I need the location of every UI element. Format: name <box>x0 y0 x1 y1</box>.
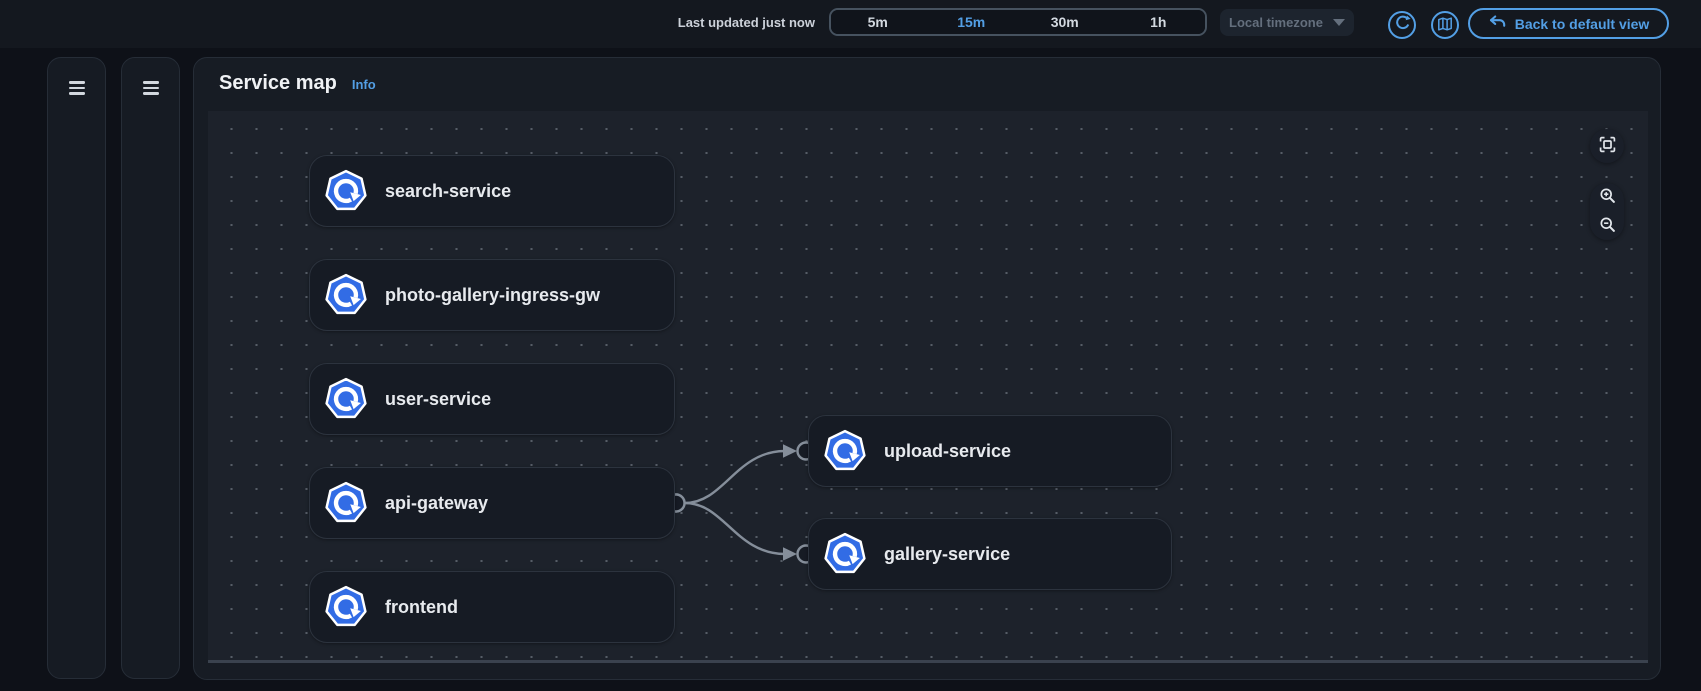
map-view-button[interactable] <box>1431 11 1459 39</box>
edge-api-gateway-to-gallery-service <box>684 501 786 556</box>
undo-arrow-icon <box>1488 14 1506 33</box>
page-title: Service map <box>219 72 337 94</box>
service-map-panel: Service map Info search-service photo-ga… <box>193 57 1661 680</box>
back-button-label: Back to default view <box>1514 15 1650 32</box>
service-node-label: frontend <box>385 596 458 617</box>
service-heptagon-icon <box>325 377 367 419</box>
service-node-label: upload-service <box>884 440 1012 461</box>
service-node-upload-service[interactable]: upload-service <box>808 415 1172 487</box>
service-map-canvas[interactable]: search-service photo-gallery-ingress-gw … <box>208 111 1648 663</box>
service-heptagon-icon <box>325 481 367 523</box>
edge-api-gateway-to-upload-service <box>684 449 786 505</box>
left-tools-rail <box>121 57 180 679</box>
timezone-select-value: Local timezone <box>1229 15 1323 30</box>
fit-to-screen-button[interactable] <box>1590 129 1624 163</box>
hamburger-menu-icon[interactable] <box>65 78 89 98</box>
service-heptagon-icon <box>325 585 367 627</box>
hamburger-menu-icon[interactable] <box>139 78 163 98</box>
map-icon <box>1437 16 1453 35</box>
left-navigation-rail <box>47 57 106 679</box>
service-node-label: gallery-service <box>884 543 1011 564</box>
service-node-label: api-gateway <box>385 492 489 513</box>
last-updated-text: Last updated just now <box>677 15 815 30</box>
zoom-out-icon <box>1599 216 1616 236</box>
time-range-15m[interactable]: 15m <box>924 10 1018 34</box>
panel-header: Service map Info <box>219 72 376 95</box>
service-node-label: photo-gallery-ingress-gw <box>385 284 601 305</box>
timezone-select[interactable]: Local timezone <box>1220 9 1354 36</box>
time-range-1h[interactable]: 1h <box>1111 10 1205 34</box>
zoom-in-icon <box>1599 187 1616 207</box>
service-heptagon-icon <box>325 273 367 315</box>
zoom-out-button[interactable] <box>1590 212 1624 241</box>
service-node-label: user-service <box>385 388 492 409</box>
service-node-photo-gallery-ingress-gw[interactable]: photo-gallery-ingress-gw <box>309 259 675 331</box>
back-to-default-view-button[interactable]: Back to default view <box>1468 8 1669 39</box>
service-node-label: search-service <box>385 180 512 201</box>
zoom-in-button[interactable] <box>1590 183 1624 212</box>
service-node-search-service[interactable]: search-service <box>309 155 675 227</box>
service-node-user-service[interactable]: user-service <box>309 363 675 435</box>
service-node-api-gateway[interactable]: api-gateway <box>309 467 675 539</box>
info-link[interactable]: Info <box>351 77 376 92</box>
fit-to-screen-icon <box>1599 136 1616 156</box>
service-heptagon-icon <box>325 169 367 211</box>
refresh-icon <box>1394 15 1411 35</box>
zoom-controls <box>1590 183 1624 240</box>
chevron-down-icon <box>1332 19 1345 26</box>
service-node-gallery-service[interactable]: gallery-service <box>808 518 1172 590</box>
time-range-30m[interactable]: 30m <box>1018 10 1112 34</box>
time-range-5m[interactable]: 5m <box>831 10 925 34</box>
refresh-button[interactable] <box>1388 11 1416 39</box>
edge-arrowhead-icon <box>783 444 797 458</box>
service-heptagon-icon <box>824 532 866 574</box>
service-node-frontend[interactable]: frontend <box>309 571 675 643</box>
service-heptagon-icon <box>824 429 866 471</box>
edge-arrowhead-icon <box>783 547 797 561</box>
